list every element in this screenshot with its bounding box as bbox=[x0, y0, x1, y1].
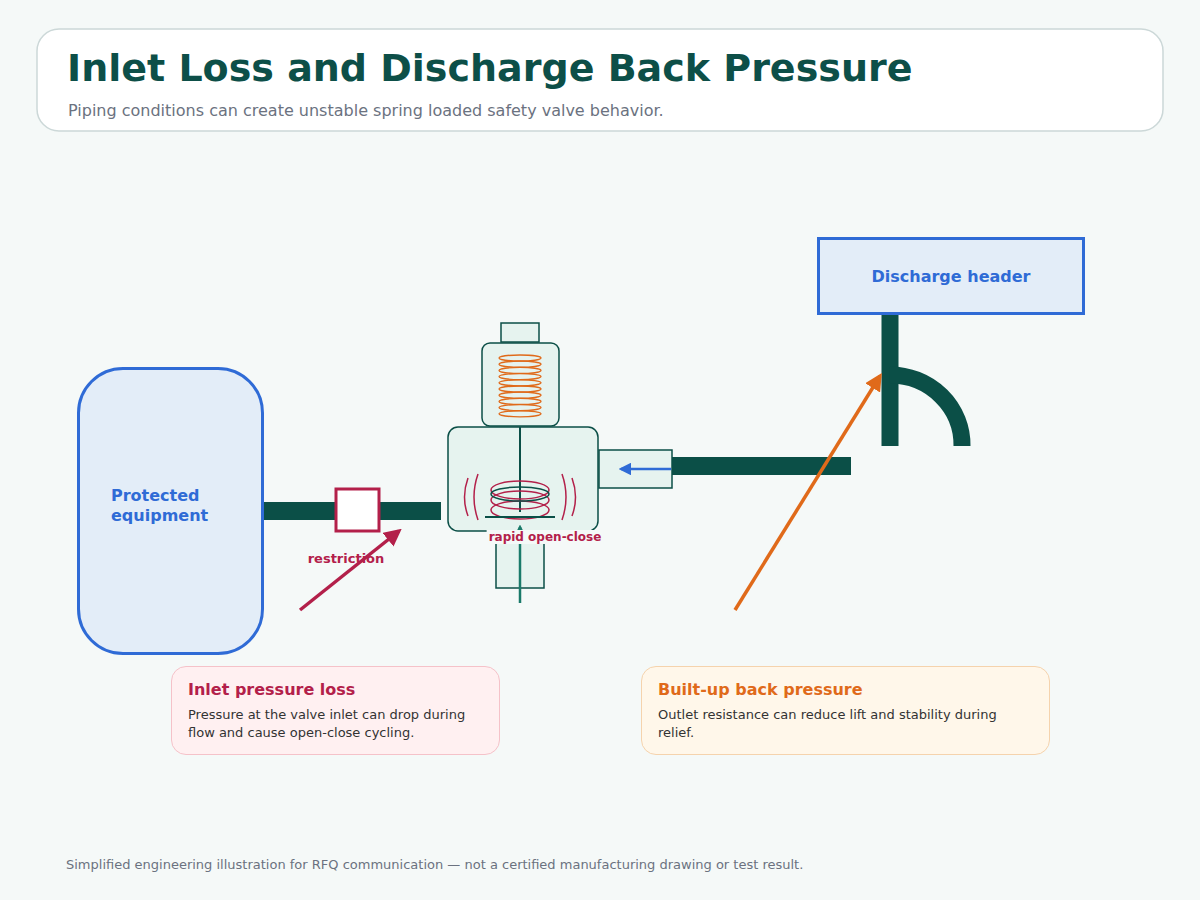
node-heading: Inlet pressure loss bbox=[188, 680, 485, 699]
node-body: Pressure at the valve inlet can drop dur… bbox=[188, 706, 485, 742]
valve-cap bbox=[501, 323, 539, 342]
valve-bonnet bbox=[482, 343, 559, 426]
node-heading: Protected equipment bbox=[111, 486, 251, 526]
valve-seat bbox=[485, 516, 555, 518]
node-body: Outlet resistance can reduce lift and st… bbox=[658, 706, 1035, 742]
flow-arrow bbox=[621, 468, 671, 471]
pipe-elbow bbox=[890, 375, 962, 446]
subtitle: Piping conditions can create unstable sp… bbox=[68, 101, 664, 120]
leader-arrow bbox=[300, 531, 399, 610]
callout-box: Inlet pressure lossPressure at the valve… bbox=[171, 666, 500, 755]
disc-motion bbox=[491, 491, 549, 509]
valve-disc bbox=[491, 487, 549, 501]
disc-motion bbox=[491, 481, 549, 499]
text-group: Built-up back pressureOutlet resistance … bbox=[658, 680, 1035, 742]
leader-arrow bbox=[735, 376, 880, 610]
node-heading: Discharge header bbox=[872, 267, 1031, 286]
restriction-symbol bbox=[336, 489, 379, 531]
footer-note: Simplified engineering illustration for … bbox=[66, 857, 803, 872]
spring-coils bbox=[499, 355, 541, 417]
vibration-arc bbox=[465, 474, 576, 520]
header-panel bbox=[37, 29, 1163, 131]
node-heading: Built-up back pressure bbox=[658, 680, 1035, 699]
valve-body bbox=[448, 427, 598, 531]
header-box: Discharge header bbox=[817, 237, 1085, 315]
vessel-box: Protected equipment bbox=[77, 367, 264, 655]
part-label: restriction bbox=[308, 551, 385, 566]
text-group: Inlet pressure lossPressure at the valve… bbox=[188, 680, 485, 742]
title: Inlet Loss and Discharge Back Pressure bbox=[67, 46, 912, 90]
valve-outlet bbox=[599, 450, 672, 488]
part-label: rapid open-close bbox=[487, 530, 604, 544]
callout-box: Built-up back pressureOutlet resistance … bbox=[641, 666, 1050, 755]
